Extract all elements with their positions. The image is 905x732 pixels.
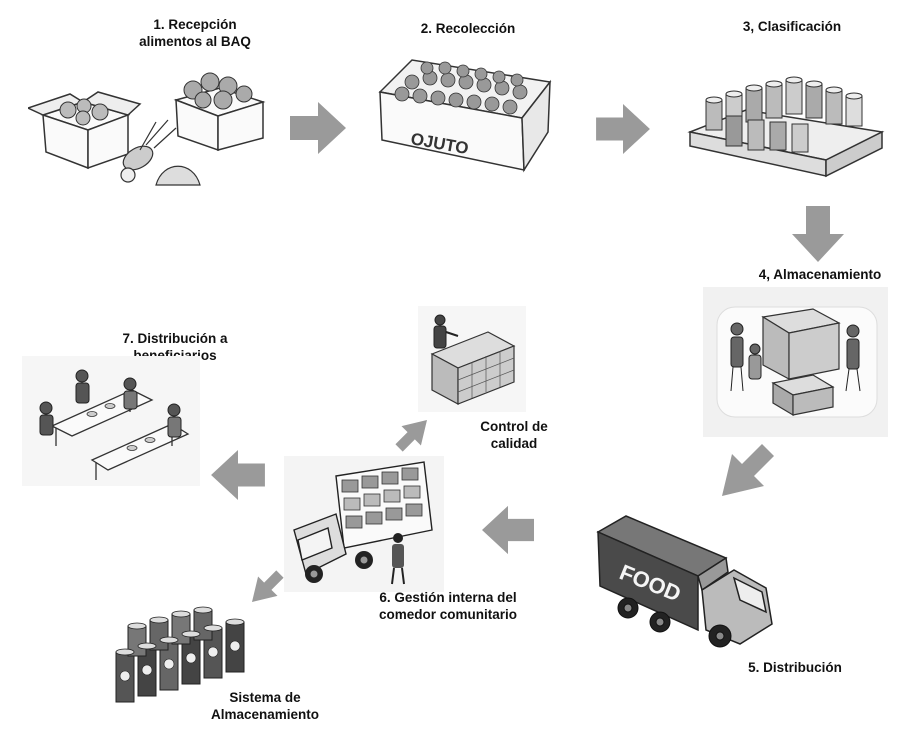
step-4-label-line1: 4, Almacenamiento	[758, 267, 882, 282]
cans-storage-icon	[115, 606, 245, 703]
cans-pallet-icon	[687, 76, 885, 178]
step-2-illustration: OJUTO	[372, 52, 552, 182]
storage-system-illustration	[110, 604, 250, 712]
step-3-label-line1: 3, Clasificación	[742, 19, 842, 34]
quality-control-icon	[418, 306, 526, 412]
arrow-right-icon	[290, 102, 346, 154]
food-truck-icon: FOOD	[596, 515, 773, 648]
storage-system-label-line1: Sistema de	[229, 690, 301, 705]
step-6-label: 6. Gestión interna del comedor comunitar…	[358, 589, 538, 623]
food-boxes-icon	[28, 72, 266, 186]
quality-control-illustration	[418, 306, 526, 412]
step-4-illustration	[703, 287, 888, 437]
produce-crate-icon: OJUTO	[378, 59, 552, 173]
step-6-label-line2: comedor comunitario	[378, 607, 518, 622]
step-1-label: 1. Recepción alimentos al BAQ	[115, 16, 275, 50]
step-7-illustration	[22, 356, 200, 486]
step-6-illustration	[284, 456, 444, 592]
arrow-down-icon	[792, 206, 844, 262]
quality-control-label-line2: calidad	[490, 436, 538, 451]
arrow-up-right-icon	[395, 420, 427, 452]
step-2-label: 2. Recolección	[398, 20, 538, 37]
step-1-label-line2: alimentos al BAQ	[139, 34, 251, 49]
arrow-left-icon	[211, 450, 265, 500]
step-3-illustration	[686, 60, 886, 185]
arrow-down-left-icon	[722, 444, 774, 496]
step-4-label: 4, Almacenamiento	[740, 266, 900, 283]
step-5-label: 5. Distribución	[725, 659, 865, 676]
arrow-down-left-icon	[252, 570, 284, 602]
step-3-label: 3, Clasificación	[722, 18, 862, 35]
step-5-label-line1: 5. Distribución	[748, 660, 842, 675]
step-7-label-line1: 7. Distribución a	[122, 331, 228, 346]
dining-tables-icon	[22, 356, 200, 486]
warehouse-icon	[703, 287, 888, 437]
storage-system-label-line2: Almacenamiento	[210, 707, 320, 722]
quality-control-label: Control de calidad	[464, 418, 564, 452]
step-6-label-line1: 6. Gestión interna del	[379, 590, 517, 605]
quality-control-label-line1: Control de	[480, 419, 548, 434]
storage-system-label: Sistema de Almacenamiento	[200, 689, 330, 723]
step-2-label-line1: 2. Recolección	[420, 21, 516, 36]
delivery-truck-icon	[284, 456, 444, 592]
step-1-illustration	[28, 60, 268, 205]
step-1-label-line1: 1. Recepción	[153, 17, 237, 32]
arrow-left-icon	[482, 505, 534, 555]
arrow-right-icon	[596, 104, 650, 154]
step-5-illustration: FOOD	[594, 512, 784, 654]
